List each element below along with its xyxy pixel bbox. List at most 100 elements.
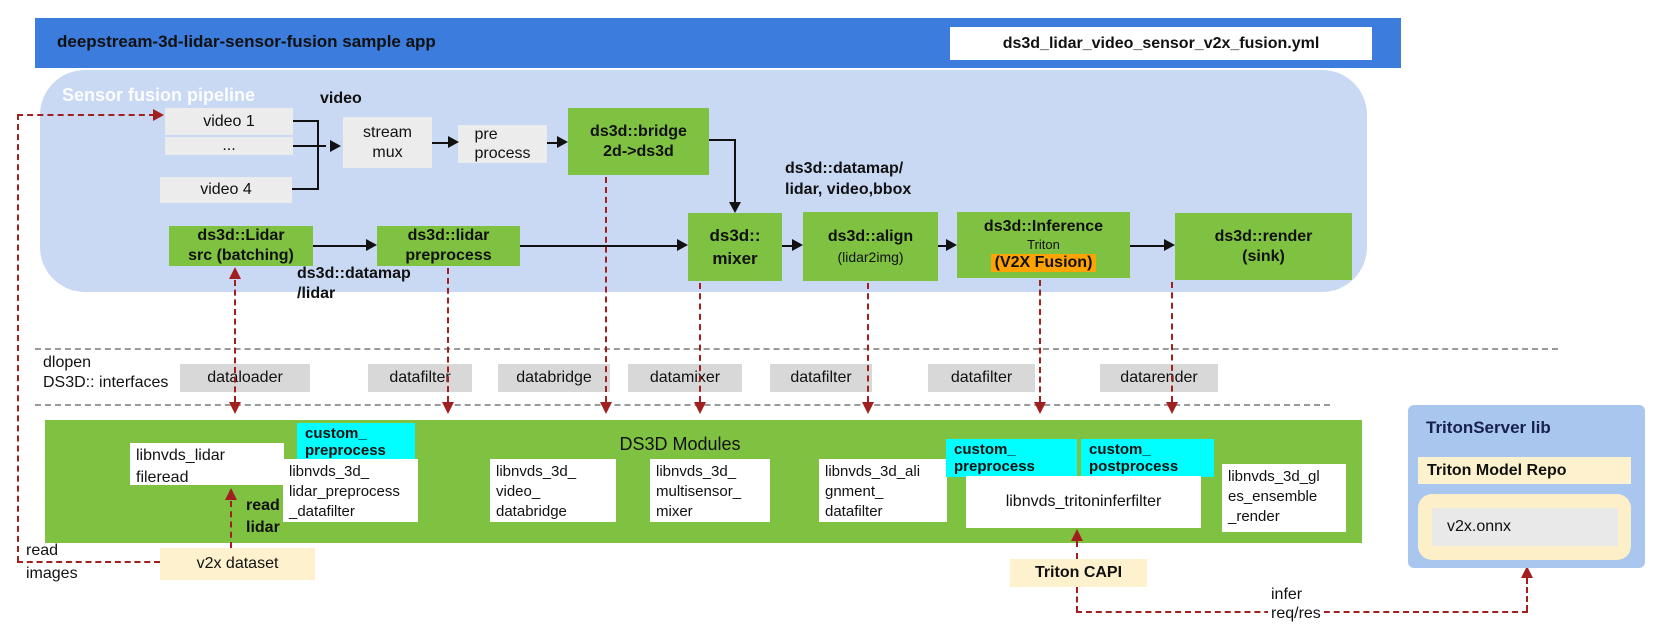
triton-capi-label: Triton CAPI <box>1034 564 1123 581</box>
interface-label-datamixer: datamixer <box>628 364 742 392</box>
connector-video4 <box>292 188 318 190</box>
interface-text-dataloader: dataloader <box>207 369 283 386</box>
interface-text-datafilter-2: datafilter <box>790 369 852 386</box>
arrowhead-preprocess-bridge <box>557 136 568 148</box>
align-box: ds3d::align (lidar2img) <box>803 212 938 281</box>
arrow-preprocess-mixer <box>520 245 678 247</box>
arrowhead-down-datafilter-1 <box>442 402 454 414</box>
pipeline-label: Sensor fusion pipeline <box>62 85 256 105</box>
arrowhead-mux-preprocess <box>448 136 459 148</box>
interface-label-datafilter-3: datafilter <box>928 364 1035 392</box>
video-source-box-ellipsis: ... <box>165 137 293 155</box>
align-sublabel: (lidar2img) <box>837 248 904 265</box>
arrow-align-inference <box>938 245 948 247</box>
custom-preprocess-badge-left: custom_ preprocess <box>297 423 415 461</box>
triton-model-repo-band: Triton Model Repo <box>1418 457 1631 484</box>
arrowhead-read-lidar <box>225 488 237 500</box>
mixer-label: ds3d:: mixer <box>709 226 761 268</box>
arrowhead-inference-render <box>1164 239 1175 251</box>
red-line-datafilter-3 <box>1039 280 1041 402</box>
preprocess-label: pre process <box>474 126 531 162</box>
v2x-dataset-box: v2x dataset <box>160 548 315 580</box>
connector-video1 <box>293 120 318 122</box>
arrowhead-into-onnx <box>1521 566 1533 578</box>
v2x-onnx-box: v2x.onnx <box>1432 508 1618 546</box>
module-alignment-datafilter-box: libnvds_3d_ali gnment_ datafilter <box>819 459 947 522</box>
red-line-databridge <box>605 177 607 402</box>
lidar-preprocess-box: ds3d::lidar preprocess <box>377 226 520 266</box>
red-line-datafilter-2 <box>867 283 869 402</box>
arrowhead-up-lidar-src <box>229 267 241 279</box>
stream-mux-label: stream mux <box>363 123 412 161</box>
red-line-capi-up <box>1076 541 1078 559</box>
arrowhead-down-datarender <box>1166 402 1178 414</box>
interface-label-datarender: datarender <box>1100 364 1218 392</box>
render-label: ds3d::render (sink) <box>1214 227 1313 265</box>
inference-label: ds3d::Inference <box>983 218 1104 235</box>
red-line-read-lidar <box>230 501 232 548</box>
arrow-inference-render <box>1130 245 1165 247</box>
connector-video-join <box>317 120 319 190</box>
connector-video-ellipsis <box>293 145 326 147</box>
module-lidar-preprocess-box: libnvds_3d_ lidar_preprocess _datafilter <box>283 459 418 522</box>
arrowhead-mixer-align <box>792 239 803 251</box>
infer-reqres-label: infer req/res <box>1268 585 1324 623</box>
module-tritoninferfilter-box: libnvds_tritoninferfilter <box>966 476 1201 528</box>
arrow-mixer-align <box>782 245 794 247</box>
arrowhead-down-databridge <box>600 402 612 414</box>
ds3d-modules-title: DS3D Modules <box>619 434 741 454</box>
tritonserver-title: TritonServer lib <box>1426 418 1551 437</box>
custom-postprocess-badge: custom_ postprocess <box>1081 439 1214 477</box>
triton-model-repo-label: Triton Model Repo <box>1427 461 1567 479</box>
arrow-into-streammux <box>330 140 341 152</box>
arrow-src-preprocess <box>313 245 369 247</box>
red-line-into-v2x-dataset <box>17 561 160 563</box>
video-label: video <box>320 90 362 107</box>
arrowhead-down-dataloader <box>229 402 241 414</box>
video-source-label-1: video 1 <box>203 112 255 130</box>
separator-line-top <box>35 348 1558 350</box>
render-box: ds3d::render (sink) <box>1175 213 1352 280</box>
module-gles-render-box: libnvds_3d_gl es_ensemble _render <box>1222 464 1346 532</box>
config-file-box: ds3d_lidar_video_sensor_v2x_fusion.yml <box>950 27 1372 60</box>
arrowhead-down-datamixer <box>694 402 706 414</box>
interface-text-datarender: datarender <box>1120 369 1198 386</box>
bridge-box: ds3d::bridge 2d->ds3d <box>568 108 709 175</box>
config-file-name: ds3d_lidar_video_sensor_v2x_fusion.yml <box>1002 34 1320 52</box>
lidar-preprocess-label: ds3d::lidar preprocess <box>405 227 492 264</box>
bridge-label: ds3d::bridge 2d->ds3d <box>590 122 687 160</box>
red-line-datarender <box>1171 282 1173 402</box>
arrowhead-align-inference <box>946 239 957 251</box>
mixer-box: ds3d:: mixer <box>688 213 782 281</box>
lidar-src-box: ds3d::Lidar src (batching) <box>169 226 313 266</box>
dlopen-interfaces-label: dlopen DS3D:: interfaces <box>43 354 169 391</box>
inference-box: ds3d::Inference Triton (V2X Fusion) <box>957 212 1130 278</box>
datamap-bbox-label: ds3d::datamap/ lidar, video,bbox <box>785 160 912 198</box>
datamap-lidar-label: ds3d::datamap /lidar <box>297 265 411 302</box>
arrowhead-capi-tritoninfer <box>1071 529 1083 541</box>
arrow-mux-preprocess <box>432 142 450 144</box>
interface-text-datafilter-1: datafilter <box>389 369 451 386</box>
arrowhead-down-datafilter-2 <box>862 402 874 414</box>
video-source-label-4: video 4 <box>200 181 252 198</box>
app-title: deepstream-3d-lidar-sensor-fusion sample… <box>57 32 436 51</box>
arrow-preprocess-bridge <box>547 142 559 144</box>
red-line-dataloader <box>234 280 236 402</box>
interface-label-databridge: databridge <box>498 364 610 392</box>
red-line-datamixer <box>699 283 701 402</box>
connector-bridge-elbow-h <box>709 139 736 141</box>
lidar-src-label: ds3d::Lidar src (batching) <box>188 227 294 264</box>
arrowhead-into-video1 <box>153 109 164 121</box>
red-line-capi-down <box>1076 587 1078 612</box>
preprocess-box: pre process <box>458 125 547 163</box>
connector-bridge-elbow-v <box>734 139 736 203</box>
red-line-left-vertical <box>17 114 19 562</box>
stream-mux-box: stream mux <box>343 117 432 168</box>
module-fileread-box: libnvds_lidar fileread <box>130 443 284 486</box>
red-line-into-video1 <box>17 114 155 116</box>
interface-text-datafilter-3: datafilter <box>950 369 1013 386</box>
read-lidar-label: read lidar <box>246 497 280 536</box>
v2x-onnx-label: v2x.onnx <box>1447 518 1512 535</box>
arrowhead-down-datafilter-3 <box>1034 402 1046 414</box>
inference-sublabel: Triton <box>1027 237 1060 252</box>
